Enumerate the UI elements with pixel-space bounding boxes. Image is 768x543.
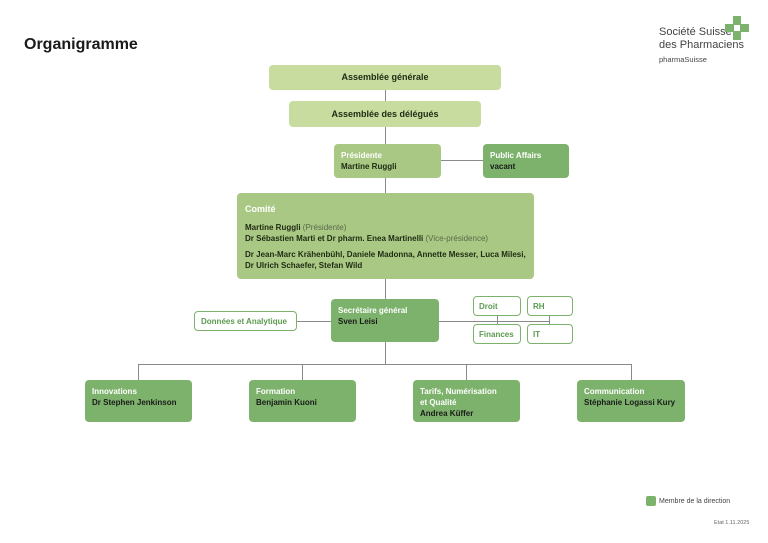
node-department-formation: Formation Benjamin Kuoni: [249, 380, 356, 422]
node-finances-label: Finances: [479, 330, 514, 339]
node-committee: Comité Martine Ruggli (Présidente) Dr Sé…: [237, 193, 534, 279]
node-droit-label: Droit: [479, 302, 498, 311]
node-assembly: Assemblée générale: [269, 65, 501, 90]
connector-committee-secretary: [385, 279, 386, 299]
committee-line2-role: (Vice-présidence): [425, 234, 489, 243]
committee-line1-role: (Présidente): [302, 223, 347, 232]
legend-swatch: [646, 496, 656, 506]
connector-dept-2: [302, 364, 303, 380]
node-delegates-label: Assemblée des délégués: [331, 108, 439, 119]
logo: Société Suisse des Pharmaciens pharmaSui…: [659, 26, 744, 64]
page-title: Organigramme: [24, 36, 138, 53]
connector-delegates-president: [385, 127, 386, 144]
connector-staff-right: [549, 316, 550, 324]
node-president: Présidente Martine Ruggli: [334, 144, 441, 178]
department-role: Tarifs, Numérisation et Qualité: [420, 387, 497, 407]
connector-president-committee: [385, 178, 386, 193]
connector-president-public-affairs: [441, 160, 483, 161]
connector-staff-left: [497, 316, 498, 324]
node-it: IT: [527, 324, 573, 344]
node-rh: RH: [527, 296, 573, 316]
logo-line-1: Société Suisse: [659, 26, 732, 38]
legend: Membre de la direction: [646, 496, 730, 506]
node-president-role: Présidente: [341, 151, 382, 160]
committee-line3: Dr Jean-Marc Krähenbühl, Daniele Madonna…: [245, 250, 526, 259]
node-committee-title: Comité: [245, 204, 276, 214]
logo-line-2: des Pharmaciens: [659, 39, 744, 51]
legend-label: Membre de la direction: [659, 497, 731, 505]
committee-line1-name: Martine Ruggli: [245, 223, 301, 232]
connector-data-analytics: [297, 321, 331, 322]
committee-line2-name: Dr Sébastien Marti et Dr pharm. Enea Mar…: [245, 234, 424, 243]
state-date: Etat 1.11.2025: [714, 520, 750, 526]
logo-subtitle: pharmaSuisse: [659, 55, 707, 64]
department-role: Formation: [256, 387, 296, 396]
node-assembly-label: Assemblée générale: [341, 72, 429, 82]
connector-assembly-delegates: [385, 90, 386, 101]
node-public-affairs-role: Public Affairs: [490, 151, 542, 160]
department-role: Innovations: [92, 387, 137, 396]
node-finances: Finances: [473, 324, 521, 344]
node-secretary: Secrétaire général Sven Leisi: [331, 299, 439, 342]
department-name: Dr Stephen Jenkinson: [92, 398, 177, 407]
green-cross-icon: [725, 16, 749, 40]
department-name: Stéphanie Logassi Kury: [584, 398, 676, 407]
node-droit: Droit: [473, 296, 521, 316]
connector-dept-3: [466, 364, 467, 380]
department-name: Andrea Küffer: [420, 409, 474, 418]
node-rh-label: RH: [533, 302, 545, 311]
committee-line4: Dr Ulrich Schaefer, Stefan Wild: [245, 261, 363, 270]
node-secretary-name: Sven Leisi: [338, 317, 378, 326]
node-public-affairs: Public Affairs vacant: [483, 144, 569, 178]
connector-staff-horizontal: [439, 321, 549, 322]
node-public-affairs-name: vacant: [490, 162, 516, 171]
connector-departments-horizontal: [138, 364, 632, 365]
node-secretary-role: Secrétaire général: [338, 306, 408, 315]
connector-dept-4: [631, 364, 632, 380]
node-department-innovations: Innovations Dr Stephen Jenkinson: [85, 380, 192, 422]
department-name: Benjamin Kuoni: [256, 398, 317, 407]
department-role: Communication: [584, 387, 645, 396]
node-data-analytics: Données et Analytique: [194, 311, 297, 331]
connector-secretary-departments: [385, 342, 386, 364]
connector-dept-1: [138, 364, 139, 380]
node-delegates: Assemblée des délégués: [289, 101, 481, 127]
node-president-name: Martine Ruggli: [341, 162, 397, 171]
node-department-communication: Communication Stéphanie Logassi Kury: [577, 380, 685, 422]
node-department-tarifs: Tarifs, Numérisation et Qualité Andrea K…: [413, 380, 520, 422]
node-data-analytics-label: Données et Analytique: [201, 317, 287, 326]
node-it-label: IT: [533, 330, 541, 339]
